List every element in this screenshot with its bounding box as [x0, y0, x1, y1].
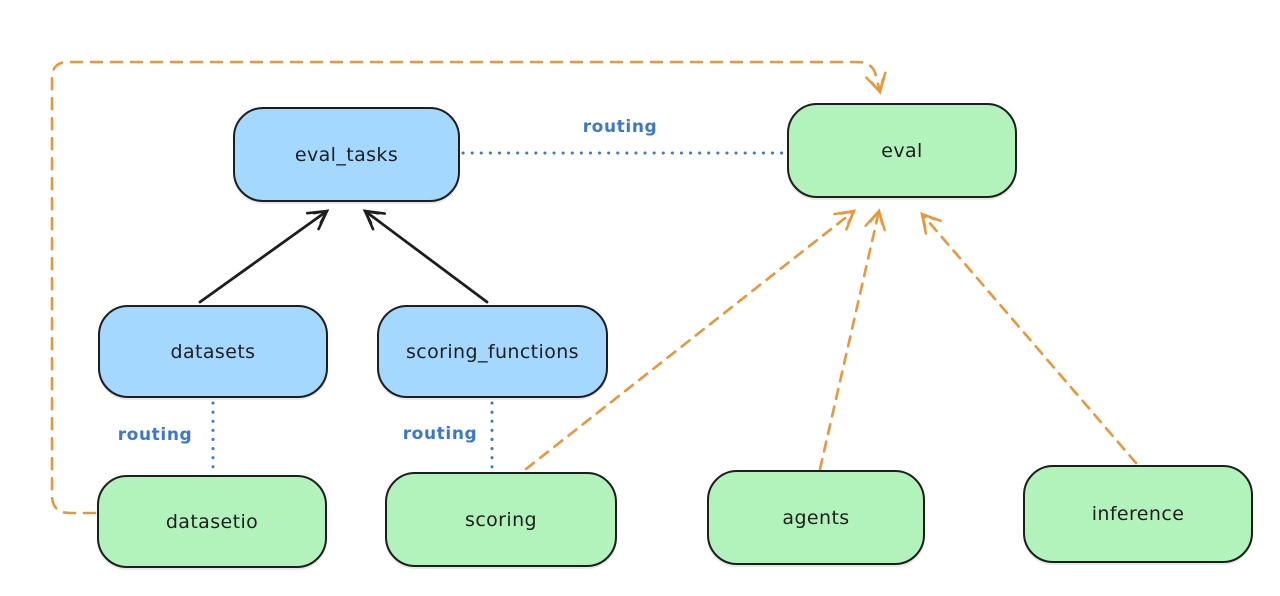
node-datasets: datasets: [98, 305, 328, 398]
node-scoring-label: scoring: [465, 508, 537, 531]
node-eval-label: eval: [881, 139, 923, 162]
node-scoring-functions: scoring_functions: [377, 305, 608, 398]
node-datasetio: datasetio: [97, 475, 327, 568]
edge-datasets-to-eval-tasks: [198, 209, 330, 304]
edge-inference-to-eval: [920, 211, 1138, 465]
routing-label-datasets-datasetio: routing: [117, 425, 193, 445]
node-eval-tasks: eval_tasks: [233, 107, 460, 202]
edge-scoring-functions-to-eval-tasks: [362, 209, 489, 304]
node-scoring: scoring: [385, 472, 617, 567]
node-inference-label: inference: [1091, 503, 1185, 525]
node-datasetio-label: datasetio: [165, 510, 259, 533]
routing-label-eval-tasks-eval: routing: [582, 117, 658, 137]
edge-agents-to-eval: [818, 208, 886, 471]
edge-datasetio-to-eval: [50, 60, 887, 515]
node-eval: eval: [787, 103, 1017, 198]
node-agents: agents: [707, 470, 925, 565]
node-agents-label: agents: [782, 506, 850, 529]
node-inference: inference: [1023, 465, 1253, 563]
node-eval-tasks-label: eval_tasks: [294, 143, 399, 166]
routing-label-scoring-functions-scoring: routing: [402, 424, 478, 444]
node-scoring-functions-label: scoring_functions: [406, 340, 579, 363]
node-datasets-label: datasets: [170, 340, 256, 363]
